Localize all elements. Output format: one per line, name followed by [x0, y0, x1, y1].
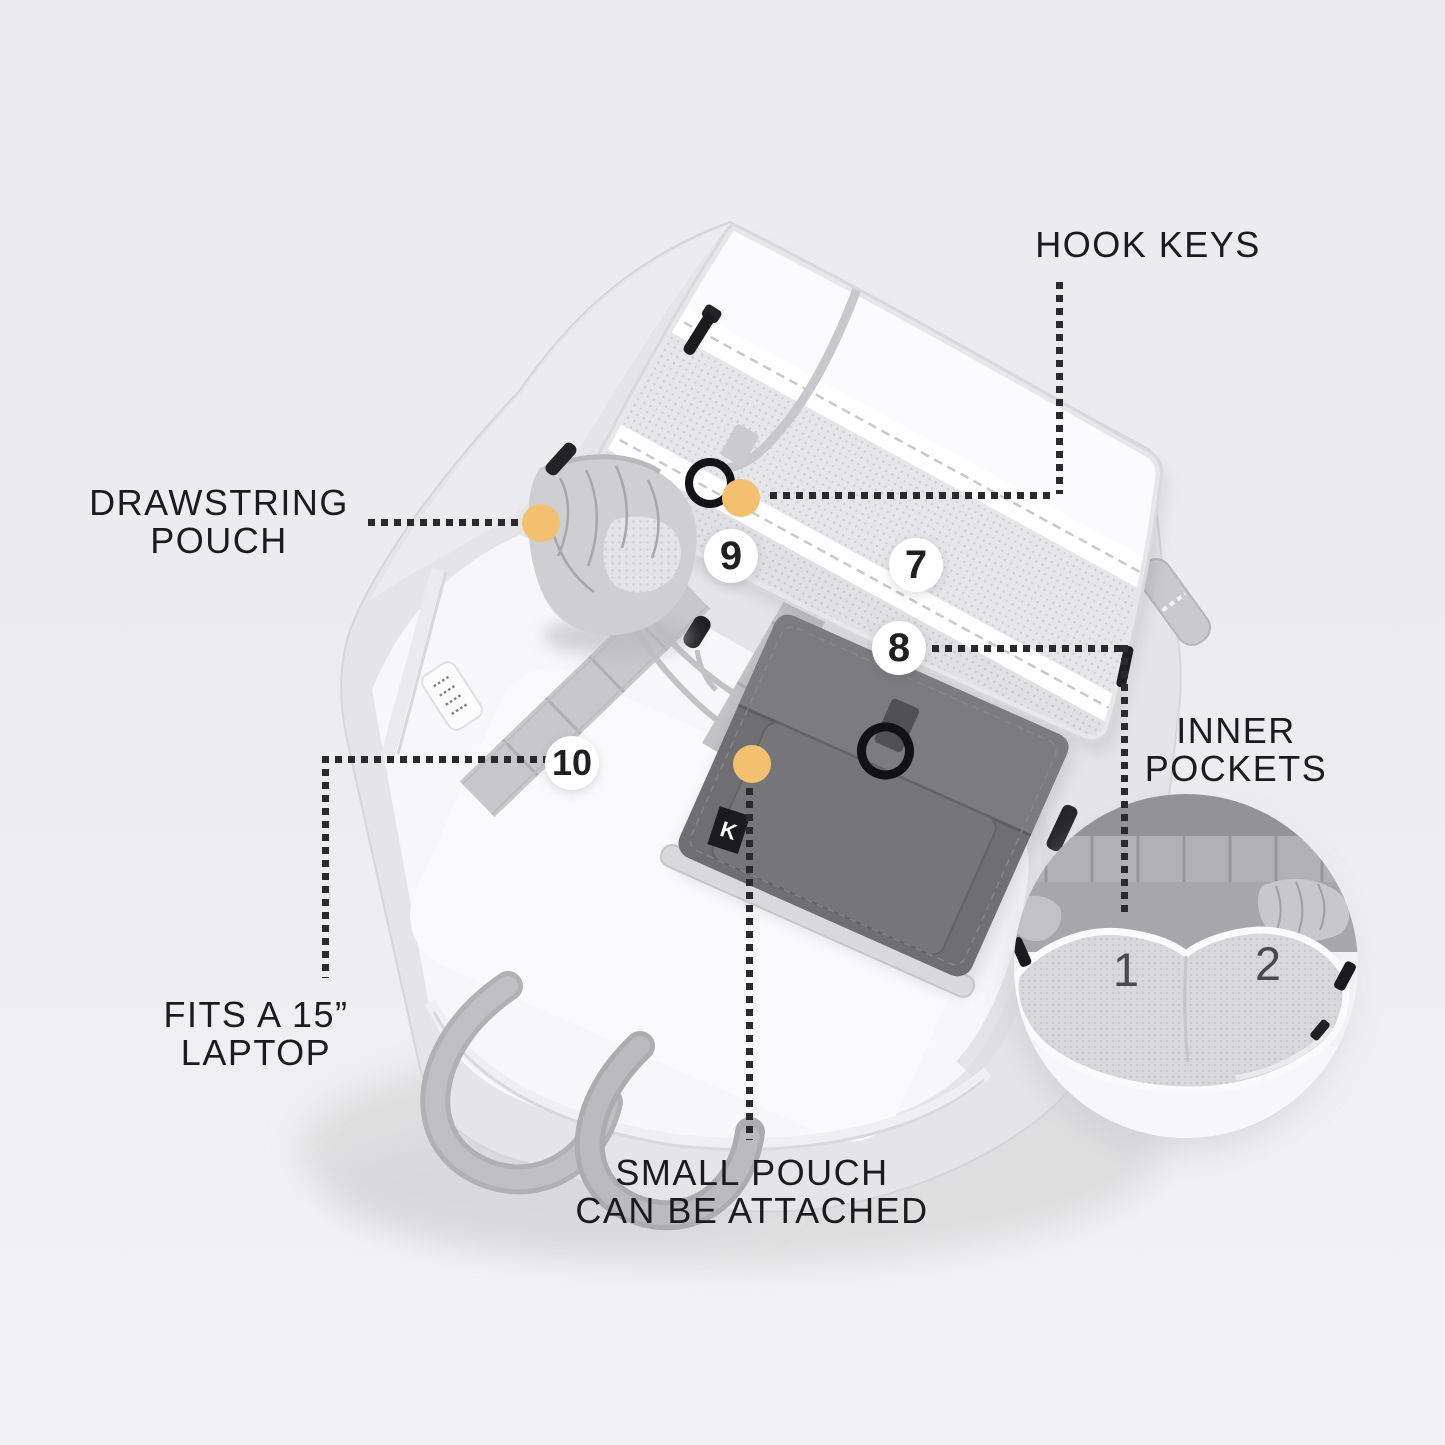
inset-webbing-row: [1014, 836, 1358, 882]
feature-badge-9: 9: [704, 529, 758, 583]
left-corner-tab: [545, 442, 577, 476]
lid-zipper-pull: [683, 304, 722, 355]
feature-badge-10-number: 10: [551, 742, 593, 783]
small-pouch-label: SMALL POUCH CAN BE ATTACHED: [528, 1154, 976, 1230]
pouch-logo-letter: K: [717, 816, 740, 845]
small-pouch-connector: [746, 788, 753, 1140]
drawstring-pouch-label: DRAWSTRING POUCH: [59, 484, 379, 560]
fits-laptop-connector-horizontal: [322, 756, 546, 763]
feature-badge-10: 10: [545, 736, 599, 790]
small-pouch-marker-dot: [733, 745, 771, 783]
fits-laptop-text-line2: LAPTOP: [180, 1032, 332, 1073]
feature-badge-8-number: 8: [887, 625, 911, 670]
feature-badge-7-number: 7: [904, 542, 928, 587]
drawstring-pouch-text-line2: POUCH: [150, 520, 288, 561]
inner-pockets-connector-horizontal: [932, 645, 1128, 652]
laptop-sleeve: [410, 668, 990, 1142]
side-panel-highlight: [370, 224, 730, 600]
corner-tab: [1046, 804, 1078, 852]
front-edge-piping: [424, 999, 992, 1151]
hook-keys-connector-vertical: [1056, 282, 1063, 494]
inset-pocket-1-number: 1: [1113, 943, 1139, 996]
pouch-logo-tag: K: [707, 806, 751, 855]
small-pouch-text-line1: SMALL POUCH: [615, 1152, 889, 1193]
fits-laptop-connector-vertical: [322, 756, 329, 978]
inset-drawstring-pouch: [1257, 879, 1349, 942]
drawstring-pouch: [528, 454, 697, 656]
hook-keys-label: HOOK KEYS: [1008, 226, 1288, 264]
hook-keys-text: HOOK KEYS: [1035, 224, 1261, 265]
care-label: [421, 661, 483, 731]
pouch-d-ring: [857, 722, 915, 780]
drawstring-pouch-text-line1: DRAWSTRING: [89, 482, 349, 523]
small-pouch: K: [659, 614, 1073, 998]
inner-pockets-label: INNER POCKETS: [1100, 712, 1372, 788]
feature-badge-8: 8: [872, 621, 926, 675]
inset-pocket-2-number: 2: [1255, 937, 1281, 990]
fits-laptop-label: FITS A 15” LAPTOP: [96, 996, 416, 1072]
inner-pockets-text-line1: INNER: [1176, 710, 1296, 751]
feature-badge-7: 7: [889, 538, 943, 592]
carry-handles: [420, 971, 765, 1231]
feature-badge-9-number: 9: [719, 533, 743, 578]
interior-left-piping: [381, 568, 445, 758]
fits-laptop-text-line1: FITS A 15”: [163, 994, 349, 1035]
hook-keys-marker-dot: [722, 479, 760, 517]
small-pouch-text-line2: CAN BE ATTACHED: [575, 1190, 929, 1231]
lid-mesh-pocket-1: [586, 292, 1162, 721]
inner-pockets-connector-vertical: [1121, 645, 1128, 917]
hook-keys-connector-horizontal: [770, 492, 1056, 499]
inner-pockets-text-line2: POCKETS: [1144, 748, 1328, 789]
drawstring-marker-dot: [522, 504, 560, 542]
drawstring-connector: [368, 519, 518, 526]
